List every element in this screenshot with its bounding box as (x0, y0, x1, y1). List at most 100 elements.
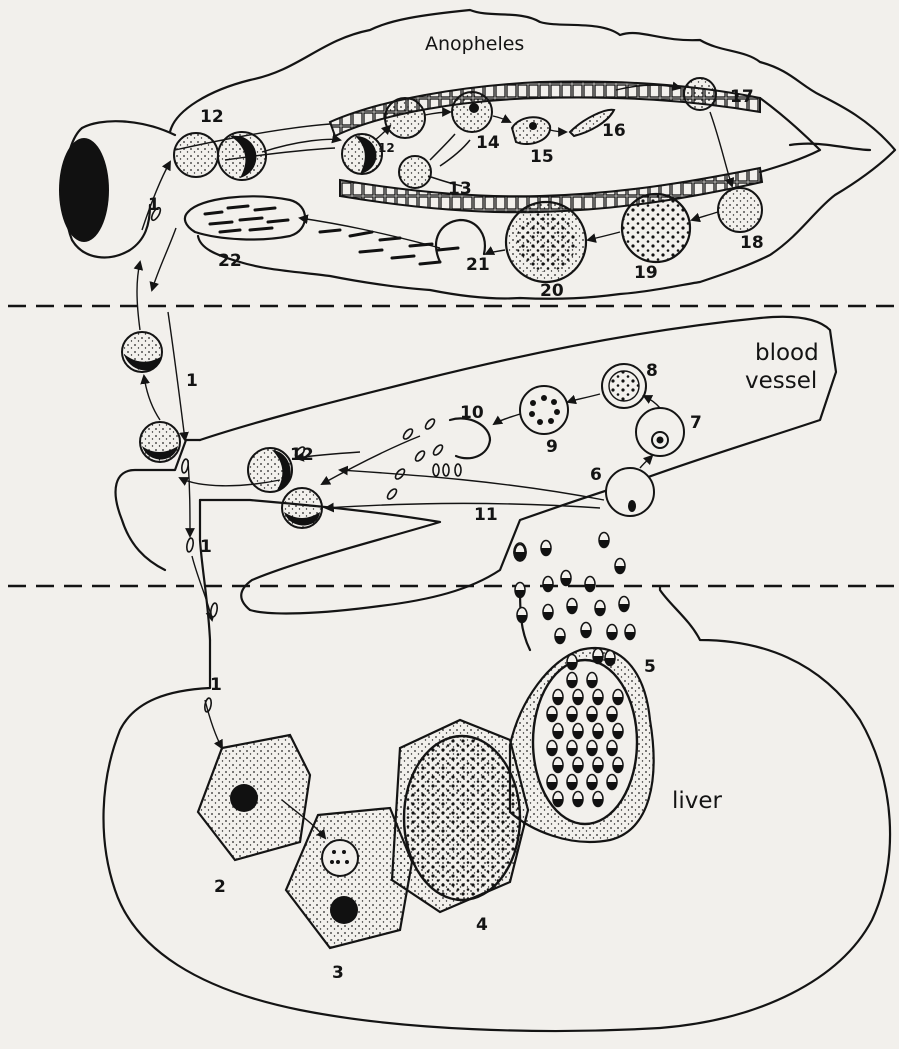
merozoite (613, 758, 623, 773)
merozoite (593, 724, 603, 739)
merozoite (581, 623, 591, 638)
label-vessel: vessel (745, 368, 817, 394)
merozoite (553, 758, 563, 773)
merozoite (547, 707, 557, 722)
stage-number-12c: 12 (290, 445, 314, 465)
stage-number-10: 10 (460, 403, 484, 423)
stage-number-1a: 1 (148, 195, 160, 215)
stage-number-17: 17 (730, 87, 754, 107)
merozoite (587, 707, 597, 722)
blood-vessel-outline (200, 317, 836, 614)
merozoite (613, 724, 623, 739)
oocyst-19 (622, 194, 690, 262)
merozoite (593, 649, 603, 664)
schizont-4 (404, 736, 520, 900)
merozoite (567, 741, 577, 756)
merozoite (587, 775, 597, 790)
blood-arrows (137, 262, 660, 620)
merozoite (619, 597, 629, 612)
stage-number-8: 8 (646, 361, 658, 381)
sporozoites-in-gland (205, 206, 458, 264)
vessel-stub-lower (200, 500, 210, 640)
merozoite (615, 559, 625, 574)
stage-number-3: 3 (332, 963, 344, 983)
stage-number-5: 5 (644, 657, 656, 677)
stage-number-1b: 1 (186, 371, 198, 391)
merozoite (543, 577, 553, 592)
liver-section: liver (104, 533, 891, 1031)
merozoite (607, 707, 617, 722)
merozoite (593, 792, 603, 807)
rbc-stage-10-ruptured (450, 418, 490, 458)
label-anopheles: Anopheles (425, 33, 524, 55)
merozoite (593, 690, 603, 705)
merozoite (553, 792, 563, 807)
stage-number-15: 15 (530, 147, 554, 167)
microgametocyte-13 (399, 156, 431, 188)
stage-number-1d: 1 (210, 675, 222, 695)
released-merozoites (294, 417, 461, 500)
merozoite (567, 599, 577, 614)
merozoite (573, 690, 583, 705)
merozoite (553, 690, 563, 705)
stage-number-4: 4 (476, 915, 488, 935)
merozoite (625, 625, 635, 640)
arrow-1-to-2 (205, 700, 222, 748)
merozoite (567, 655, 577, 670)
label-blood: blood (755, 340, 819, 366)
gametocyte-12-a (174, 133, 218, 177)
merozoite (561, 571, 571, 586)
merozoite (547, 775, 557, 790)
merozoite (543, 605, 553, 620)
oocyst-18 (718, 188, 762, 232)
oocyst-17 (684, 78, 716, 110)
merozoite (573, 792, 583, 807)
merozoite (517, 608, 527, 623)
stage-number-16: 16 (602, 121, 626, 141)
zygote-15 (512, 117, 550, 144)
merozoite (547, 741, 557, 756)
merozoite (613, 690, 623, 705)
macrogamete (385, 98, 425, 138)
stage-number-14: 14 (476, 133, 500, 153)
gut-tip (760, 98, 820, 172)
stage-number-6: 6 (590, 465, 602, 485)
stage-number-22: 22 (218, 251, 242, 271)
stage-number-7: 7 (690, 413, 702, 433)
merozoite (567, 775, 577, 790)
merozoite (573, 758, 583, 773)
stage-number-2: 2 (214, 877, 226, 897)
stage-number-12b: 12 (378, 141, 395, 155)
merozoite (587, 741, 597, 756)
merozoite (553, 724, 563, 739)
compound-eye (59, 138, 109, 242)
merozoite (555, 629, 565, 644)
stage-number-1c: 1 (200, 537, 212, 557)
merozoite (605, 651, 615, 666)
merozoite (567, 707, 577, 722)
merozoite (587, 673, 597, 688)
stage-number-13: 13 (448, 179, 472, 199)
stage-number-20: 20 (540, 281, 564, 301)
stage-number-12a: 12 (200, 107, 224, 127)
merozoite (607, 625, 617, 640)
merozoite (595, 601, 605, 616)
merozoite (607, 741, 617, 756)
salivary-gland (185, 196, 305, 239)
merozoite (593, 758, 603, 773)
stage-number-9: 9 (546, 437, 558, 457)
merozoite-stream (515, 533, 635, 670)
stage-number-21: 21 (466, 255, 490, 275)
proboscis-duct (790, 144, 870, 150)
blood-vessel-section: blood vessel (116, 206, 836, 712)
merozoite (515, 583, 525, 598)
stage-number-19: 19 (634, 263, 658, 283)
merozoite (573, 724, 583, 739)
merozoite (607, 775, 617, 790)
merozoite (585, 577, 595, 592)
rbc-stage-9 (520, 386, 568, 434)
merozoite (567, 673, 577, 688)
merozoite (541, 541, 551, 556)
